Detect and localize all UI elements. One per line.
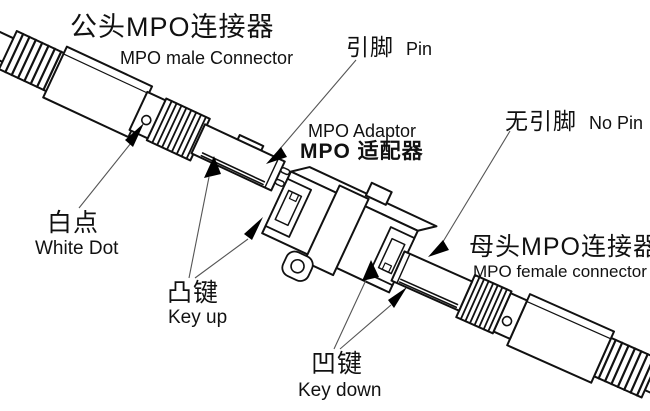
label-key-down-en: Key down bbox=[298, 380, 382, 401]
label-white-dot-en: White Dot bbox=[35, 238, 119, 259]
keyup-leader-male bbox=[188, 176, 210, 279]
pin-leader bbox=[278, 59, 357, 151]
label-key-up-zh: 凸键 bbox=[167, 279, 220, 307]
label-no-pin-zh: 无引脚 bbox=[505, 108, 577, 134]
female-connector-drawing bbox=[390, 250, 650, 411]
label-male-connector-en: MPO male Connector bbox=[120, 48, 294, 68]
white-dot bbox=[140, 114, 152, 126]
label-pin: 引脚 Pin bbox=[346, 35, 432, 59]
whitedot-arrow bbox=[125, 123, 144, 147]
nopin-leader bbox=[440, 130, 511, 246]
male-ferrule-key-stripes bbox=[200, 152, 266, 186]
mpo-adaptor-drawing bbox=[261, 166, 438, 294]
label-female-connector-zh: 母头MPO连接器 bbox=[469, 233, 650, 261]
label-female-connector-en: MPO female connector bbox=[473, 262, 647, 281]
label-no-pin-en: No Pin bbox=[589, 113, 644, 133]
female-ferrule bbox=[390, 250, 474, 312]
label-pin-zh: 引脚 bbox=[346, 34, 394, 60]
keydown-female-arrow bbox=[388, 287, 407, 308]
adaptor-screw-hole bbox=[290, 258, 305, 274]
label-pin-en: Pin bbox=[406, 39, 433, 59]
label-adaptor-en: MPO Adaptor bbox=[308, 121, 417, 141]
male-boot-ribs bbox=[4, 32, 63, 91]
label-adaptor-zh: MPO 适配器 bbox=[300, 140, 424, 163]
male-ferrule-face bbox=[264, 157, 280, 189]
label-key-up-en: Key up bbox=[168, 307, 228, 328]
label-key-down-zh: 凹键 bbox=[311, 350, 364, 378]
female-white-dot bbox=[501, 315, 513, 327]
keydown-leader-female bbox=[339, 304, 392, 350]
female-boot-ribs bbox=[597, 338, 650, 397]
male-connector-drawing bbox=[0, 0, 291, 192]
label-no-pin: 无引脚 No Pin bbox=[505, 109, 643, 133]
adaptor-top-tab bbox=[364, 181, 393, 206]
keyup-ferrule-arrow bbox=[204, 156, 221, 178]
whitedot-leader bbox=[78, 142, 132, 209]
adaptor-left-keyway bbox=[288, 191, 300, 203]
male-housing-edge bbox=[62, 53, 150, 95]
female-housing-edge bbox=[526, 300, 612, 340]
adaptor-flange bbox=[303, 184, 370, 277]
keydown-adaptor-arrow bbox=[362, 260, 379, 281]
arrowheads bbox=[125, 123, 449, 308]
label-white-dot-zh: 白点 bbox=[47, 209, 100, 237]
female-ferrule-face bbox=[396, 253, 411, 284]
female-ferrule-key-stripes bbox=[398, 278, 459, 309]
male-ferrule bbox=[190, 123, 286, 192]
label-male-connector-zh: 公头MPO连接器 bbox=[70, 12, 275, 42]
leader-lines bbox=[78, 59, 511, 350]
keydown-leader-adaptor bbox=[333, 279, 367, 350]
pin-arrow bbox=[266, 147, 287, 164]
keyup-leader-adaptor bbox=[194, 238, 249, 279]
male-strain-rib-lines bbox=[151, 100, 207, 160]
nopin-arrow bbox=[428, 240, 449, 257]
female-strain-rib-lines bbox=[459, 276, 508, 333]
keyup-adaptor-arrow bbox=[244, 217, 263, 240]
adaptor-right-keyway bbox=[381, 262, 393, 273]
